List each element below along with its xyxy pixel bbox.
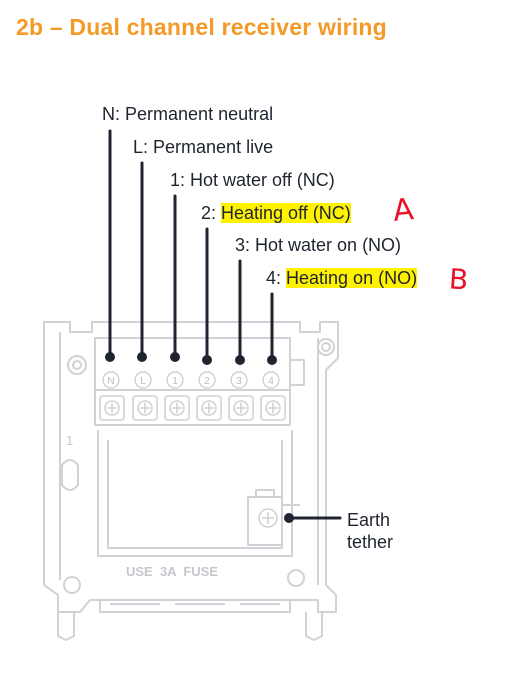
label-live-prefix: L:: [133, 137, 154, 157]
label-terminal-4-text: Heating on (NO): [286, 268, 418, 288]
screw-earth: [258, 508, 278, 528]
ring-3: [230, 371, 248, 389]
terminal-symbol-rings: [102, 371, 280, 389]
label-terminal-1: 1: Hot water off (NC): [170, 169, 335, 191]
label-terminal-2: 2: Heating off (NC): [201, 202, 351, 224]
screw-4: [260, 395, 286, 421]
label-live: L: Permanent live: [133, 136, 273, 158]
label-neutral-text: Permanent neutral: [125, 104, 274, 124]
dot-earth: [284, 513, 294, 523]
page-title: 2b – Dual channel receiver wiring: [16, 14, 387, 40]
screw-terminals: [99, 395, 286, 528]
symbol-3: 3: [236, 376, 242, 387]
ring-2: [198, 371, 216, 389]
screw-n: [99, 395, 125, 421]
ring-1: [166, 371, 184, 389]
dot-1: [170, 352, 180, 362]
screw-l: [132, 395, 158, 421]
screw-2: [196, 395, 222, 421]
plate-side-number: 1: [66, 433, 73, 448]
fuse-text: USE 3A FUSE: [126, 564, 218, 579]
label-neutral-prefix: N:: [102, 104, 126, 124]
label-earth-line1: Earth: [347, 510, 391, 530]
ring-n: [102, 371, 120, 389]
label-terminal-2-prefix: 2:: [201, 203, 222, 223]
symbol-2: 2: [204, 376, 210, 387]
dot-l: [137, 352, 147, 362]
symbol-n: N: [107, 376, 114, 387]
label-terminal-2-text: Heating off (NC): [221, 203, 351, 223]
label-terminal-1-prefix: 1:: [170, 170, 191, 190]
label-earth-line2: tether: [347, 532, 394, 552]
dot-2: [202, 355, 212, 365]
label-terminal-1-text: Hot water off (NC): [190, 170, 335, 190]
wire-end-dots: [105, 352, 294, 523]
wire-leaders: [108, 129, 342, 520]
ring-l: [134, 371, 152, 389]
label-live-text: Permanent live: [153, 137, 274, 157]
label-terminal-4-prefix: 4:: [266, 268, 287, 288]
dot-4: [267, 355, 277, 365]
backplate: [43, 321, 339, 641]
label-earth-tether: Earth tether: [347, 509, 393, 553]
dot-3: [235, 355, 245, 365]
label-neutral: N: Permanent neutral: [102, 103, 273, 125]
label-terminal-4: 4: Heating on (NO): [266, 267, 418, 289]
symbol-l: L: [140, 376, 146, 387]
symbol-1: 1: [172, 376, 178, 387]
dot-n: [105, 352, 115, 362]
label-terminal-3-prefix: 3:: [235, 235, 256, 255]
symbol-4: 4: [268, 376, 274, 387]
screw-1: [164, 395, 190, 421]
label-terminal-3: 3: Hot water on (NO): [235, 234, 401, 256]
screw-3: [228, 395, 254, 421]
ring-4: [262, 371, 280, 389]
label-terminal-3-text: Hot water on (NO): [255, 235, 402, 255]
